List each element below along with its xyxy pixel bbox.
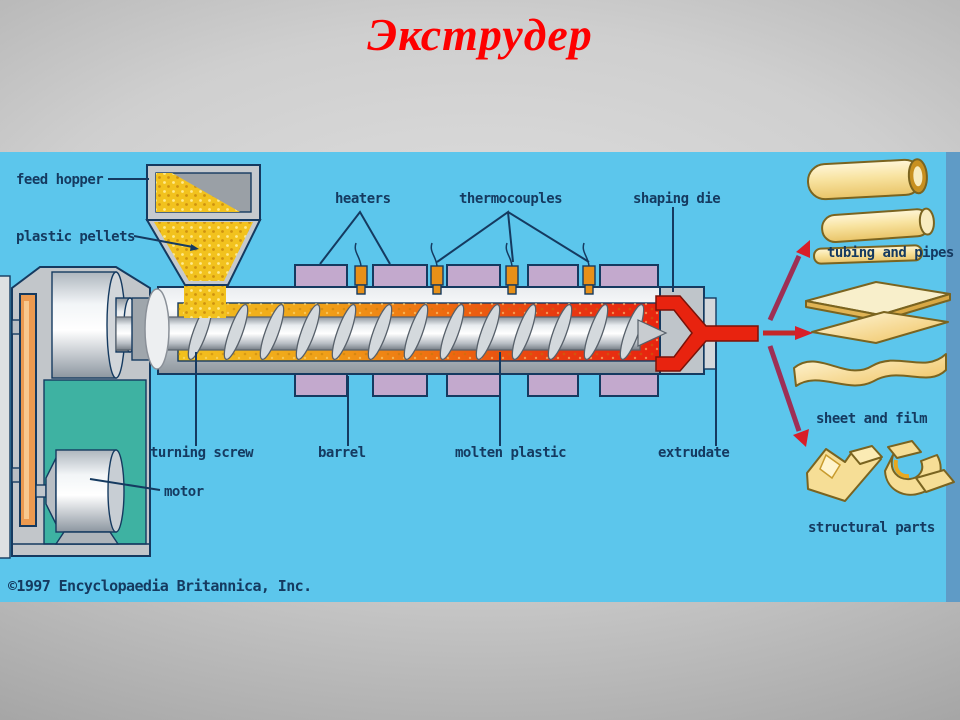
thermocouple-pin	[354, 242, 368, 295]
thermocouples	[354, 242, 596, 295]
heater-block	[372, 264, 428, 288]
label-molten-plastic: molten plastic	[455, 445, 566, 461]
product-sheet-and-film	[793, 281, 951, 387]
label-heaters: heaters	[335, 191, 391, 207]
shaping-die	[637, 286, 759, 375]
feed-hopper	[145, 164, 262, 318]
thermocouple-pin	[505, 242, 519, 295]
extrudate-bar	[655, 295, 759, 372]
copyright-credit: ©1997 Encyclopaedia Britannica, Inc.	[8, 577, 312, 595]
extruder-diagram: feed hopper plastic pellets heaters ther…	[0, 152, 960, 602]
thermocouple-pin	[582, 242, 596, 295]
product-arrows	[763, 240, 813, 447]
label-turning-screw: turning screw	[150, 445, 254, 461]
heater-block	[294, 264, 348, 288]
heater-block	[599, 264, 659, 288]
heater-block	[446, 264, 501, 288]
thermocouple-pin	[430, 242, 444, 295]
heater-block	[446, 373, 501, 397]
slide-title: Экструдер	[367, 9, 593, 60]
pointer-lines	[89, 178, 717, 491]
extruder-diagram-svg: feed hopper plastic pellets heaters ther…	[0, 152, 960, 602]
label-plastic-pellets: plastic pellets	[16, 229, 135, 245]
label-extrudate: extrudate	[658, 445, 729, 461]
product-tubing-and-pipes	[807, 158, 935, 265]
label-tubing-and-pipes: tubing and pipes	[827, 245, 954, 261]
heater-block	[527, 373, 579, 397]
motor	[35, 449, 125, 545]
hopper-pellets	[154, 222, 253, 281]
label-structural-parts: structural parts	[808, 520, 935, 536]
label-sheet-and-film: sheet and film	[816, 411, 927, 427]
screw-tip	[637, 319, 668, 347]
heater-block	[599, 373, 659, 397]
heater-block	[527, 264, 579, 288]
drive-belt	[11, 293, 37, 527]
label-feed-hopper: feed hopper	[16, 172, 103, 188]
turning-screw	[115, 304, 645, 360]
label-barrel: barrel	[318, 445, 366, 461]
label-shaping-die: shaping die	[633, 191, 720, 207]
heater-block	[294, 373, 348, 397]
diagram-right-edge	[946, 152, 960, 602]
heater-block	[372, 373, 428, 397]
heaters	[294, 264, 659, 397]
shaft-coupling	[131, 288, 170, 370]
label-thermocouples: thermocouples	[459, 191, 562, 207]
arrow-to-tubing	[767, 254, 802, 322]
label-motor: motor	[164, 484, 204, 500]
product-structural-parts	[806, 440, 955, 502]
pellet-chute	[184, 283, 226, 318]
arrow-to-structural	[767, 345, 802, 432]
wall-strip	[0, 275, 11, 559]
